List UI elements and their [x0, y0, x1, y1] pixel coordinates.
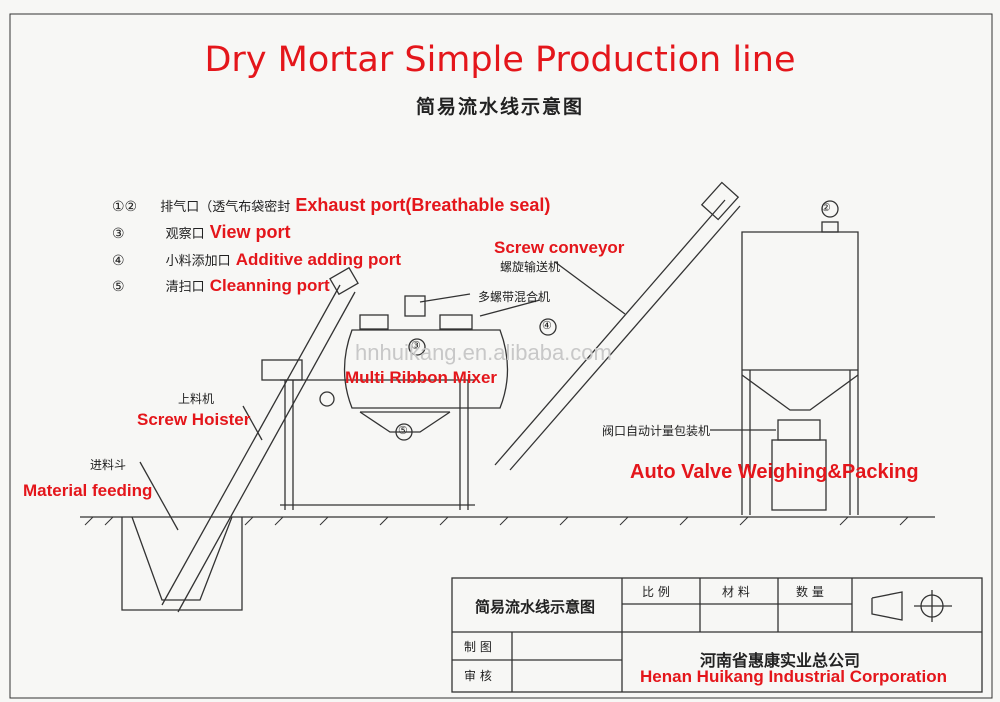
company-name-en: Henan Huikang Industrial Corporation	[640, 667, 947, 686]
additive-port	[439, 314, 473, 330]
mixer-label-cn: 多螺带混合机	[478, 290, 551, 304]
checked-label: 审 核	[464, 669, 492, 683]
material-label: 材 料	[722, 585, 750, 599]
legend-row: ③ 观察口 View port	[112, 222, 290, 243]
page-frame	[9, 13, 993, 699]
legend-nums: ⑤	[112, 279, 125, 295]
title-block	[451, 577, 983, 693]
legend-en: View port	[209, 222, 291, 242]
packing-head	[777, 419, 821, 441]
legend-cn: 观察口	[165, 227, 205, 242]
mixer-body	[343, 329, 509, 409]
screw-conveyor-tube	[494, 199, 726, 466]
legend-en: Exhaust port(Breathable seal)	[295, 195, 551, 215]
silo-cone	[741, 374, 859, 411]
hoister-motor	[329, 266, 359, 296]
packing-label: Auto Valve Weighing&Packing	[630, 461, 919, 483]
legend-nums: ④	[112, 253, 125, 269]
company-name-cn: 河南省惠康实业总公司	[700, 651, 861, 670]
packing-machine	[771, 439, 827, 511]
page-subtitle-cn: 简易流水线示意图	[415, 96, 584, 118]
feeding-pit	[121, 517, 243, 611]
legend-nums: ①②	[112, 199, 138, 215]
screw-conveyor-label-cn: 螺旋输送机	[500, 260, 561, 274]
mixer-label: Multi Ribbon Mixer	[345, 368, 498, 387]
conveyor-motor	[700, 181, 740, 221]
drawing-name: 简易流水线示意图	[475, 598, 596, 616]
legend-row: ⑤ 清扫口 Cleanning port	[112, 276, 330, 296]
exhaust-port	[404, 295, 426, 317]
legend-row: ①② 排气口（透气布袋密封 Exhaust port(Breathable se…	[112, 195, 550, 216]
screw-conveyor-label: Screw conveyor	[494, 238, 625, 257]
hoister-label-cn: 上料机	[178, 392, 215, 406]
legend-nums: ③	[112, 226, 125, 242]
packing-label-cn: 阀口自动计量包装机	[602, 424, 711, 438]
discharge-hopper	[359, 411, 451, 433]
screw-hoister-tube	[161, 284, 341, 606]
mixer-motor	[261, 359, 303, 381]
callout-five	[395, 423, 413, 441]
callout-number: ④	[542, 319, 552, 332]
legend-cn: 清扫口	[165, 280, 205, 295]
scale-label: 比 例	[642, 585, 670, 599]
callout-number: ③	[411, 339, 421, 352]
callout-number: ⑤	[398, 424, 408, 437]
callout-four	[539, 318, 557, 336]
legend-en: Cleanning port	[209, 276, 330, 295]
quantity-label: 数 量	[796, 585, 824, 599]
page-title: Dry Mortar Simple Production line	[204, 40, 796, 80]
callout-three	[408, 338, 426, 356]
callout-two	[319, 391, 335, 407]
callout-number: ②	[821, 201, 831, 214]
watermark: hnhuikang.en.alibaba.com	[355, 340, 612, 365]
ground-hatch	[84, 516, 909, 526]
legend-cn: 排气口（透气布袋密封	[160, 200, 291, 215]
legend-row: ④ 小料添加口 Additive adding port	[112, 250, 401, 270]
hoister-label: Screw Hoister	[137, 410, 251, 429]
feed-hopper	[131, 516, 233, 601]
feeding-label: Material feeding	[23, 481, 153, 500]
feeding-label-cn: 进料斗	[90, 458, 127, 472]
legend-cn: 小料添加口	[165, 254, 231, 269]
silo	[741, 231, 859, 515]
legend-en: Additive adding port	[235, 250, 402, 269]
drawn-label: 制 图	[464, 640, 492, 654]
